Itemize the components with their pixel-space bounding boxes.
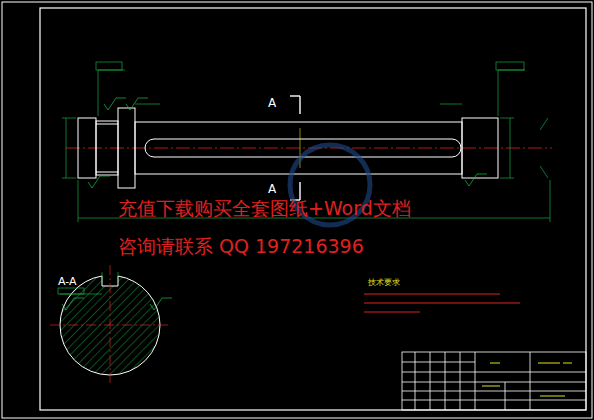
section-mark: A [268,97,276,109]
watermark: 咨询请联系 QQ 197216396 [118,237,364,256]
watermark: 充值下载购买全套图纸+Word文档 [118,199,411,218]
section-mark: A [268,183,276,195]
section-title: A-A [58,276,77,287]
notes-heading: 技术要求 [368,279,400,287]
